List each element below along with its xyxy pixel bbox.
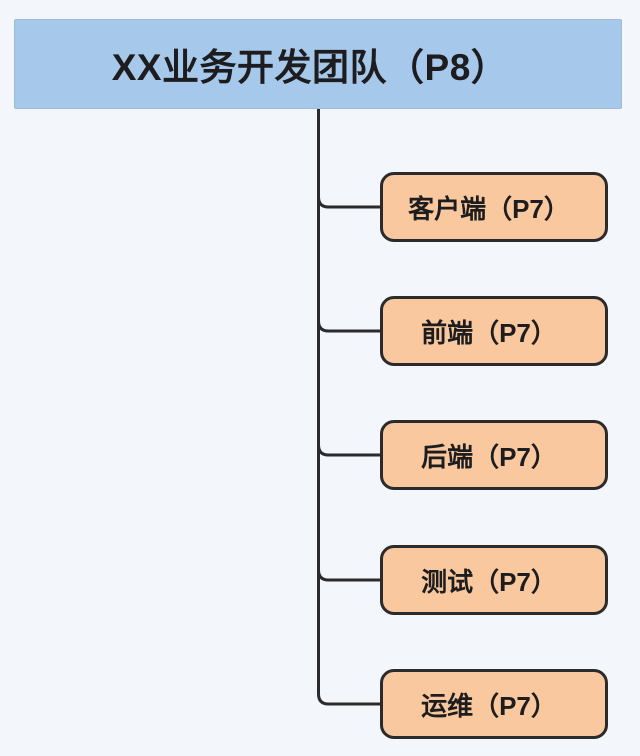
child-node-testing: 测试（P7） xyxy=(380,545,608,615)
branch-line-4 xyxy=(317,568,382,582)
child-node-frontend: 前端（P7） xyxy=(380,296,608,366)
branch-line-1 xyxy=(317,195,382,209)
child-node-label: 运维（P7） xyxy=(421,690,557,721)
root-node-label: XX业务开发团队（P8） xyxy=(111,47,509,88)
child-node-client: 客户端（P7） xyxy=(380,172,608,242)
child-node-label: 客户端（P7） xyxy=(408,193,570,224)
branch-line-3 xyxy=(317,443,382,457)
trunk-line xyxy=(317,107,382,706)
child-node-label: 测试（P7） xyxy=(421,566,557,597)
child-node-ops: 运维（P7） xyxy=(380,669,608,739)
root-node: XX业务开发团队（P8） xyxy=(14,19,622,109)
branch-line-2 xyxy=(317,319,382,333)
child-node-label: 后端（P7） xyxy=(421,441,557,472)
child-node-label: 前端（P7） xyxy=(421,317,557,348)
child-node-backend: 后端（P7） xyxy=(380,420,608,490)
